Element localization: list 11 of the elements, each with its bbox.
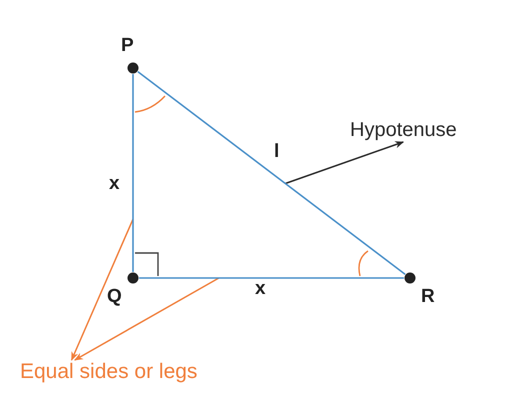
vertex-label: P [121, 36, 134, 56]
side-label: x [255, 279, 266, 299]
side-label: l [274, 142, 280, 162]
arrow [285, 141, 404, 184]
callout-text: Equal sides or legs [20, 360, 198, 384]
arrow [74, 277, 220, 361]
callout-text: Hypotenuse [350, 118, 457, 142]
vertex-label: Q [107, 287, 122, 307]
side-label: x [109, 174, 120, 194]
arrow [70, 218, 134, 361]
vertex-label: R [421, 287, 435, 307]
